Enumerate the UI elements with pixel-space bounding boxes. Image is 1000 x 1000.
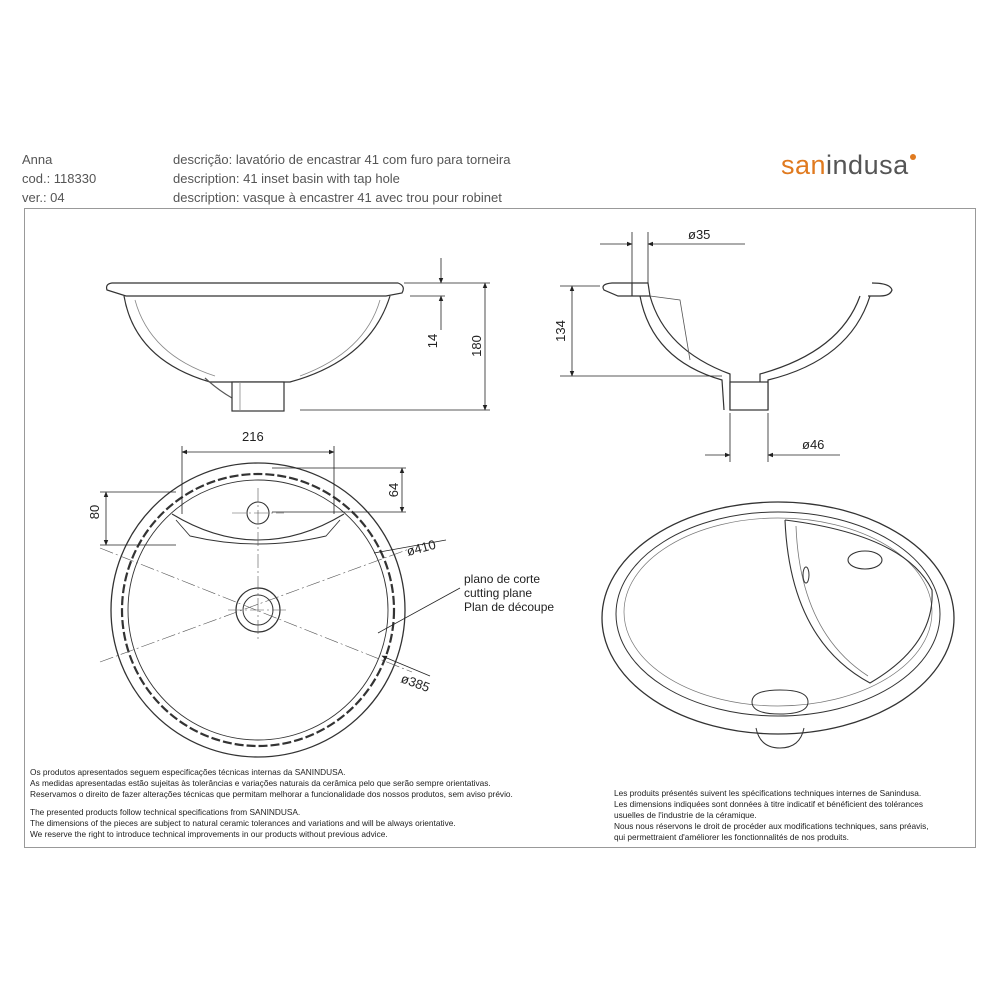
- note-fr-3: usuelles de l'industrie de la céramique.: [614, 810, 757, 820]
- product-code: cod.: 118330: [22, 171, 97, 186]
- dim-tap-offset-side: 80: [87, 505, 102, 519]
- section-waste: [729, 381, 769, 411]
- note-fr-4: Nous nous réservons le droit de procéder…: [614, 821, 929, 831]
- dim-line-410: [373, 539, 447, 554]
- sanindusa-logo: sanindusa: [781, 150, 916, 181]
- waste-outlet: [231, 381, 285, 412]
- note-fr-5: qui permettraient d'améliorer les foncti…: [614, 832, 849, 842]
- persp-waste: [751, 689, 809, 715]
- dim-line-385: [381, 655, 431, 677]
- plan-dimensions: [100, 446, 461, 677]
- basin-rim-outline: [105, 282, 404, 297]
- plan-view: [99, 462, 413, 758]
- section-bowl-outer: [639, 295, 871, 411]
- section-rim-right: [868, 282, 893, 297]
- dim-tap-offset-width: 216: [242, 429, 264, 444]
- persp-waste-pipe: [755, 727, 805, 749]
- basin-bowl-inner: [134, 299, 216, 377]
- note-pt-2: As medidas apresentadas estão sujeitas à…: [30, 778, 491, 788]
- persp-tap-hole: [847, 550, 883, 570]
- description-fr: description: vasque à encastrer 41 avec …: [173, 190, 502, 205]
- basin-bowl-outline: [123, 295, 391, 383]
- note-en-3: We reserve the right to introduce techni…: [30, 829, 388, 839]
- persp-inner-rim: [615, 511, 941, 717]
- note-en-2: The dimensions of the pieces are subject…: [30, 818, 456, 828]
- note-pt-3: Reservamos o direito de fazer alterações…: [30, 789, 513, 799]
- front-elevation-dimensions: [300, 258, 490, 411]
- cutting-plane-pt: plano de corte: [464, 572, 540, 586]
- dim-tap-offset-small: 64: [386, 483, 401, 497]
- section-view: [602, 282, 893, 411]
- cutout-circle-dashed: [120, 472, 396, 748]
- front-elevation-view: [105, 282, 404, 412]
- cutting-plane-en: cutting plane: [464, 586, 532, 600]
- dim-waste-diameter: ø46: [802, 437, 824, 452]
- cutting-plane-leader: [377, 587, 461, 634]
- basin-bowl-inner-right: [299, 299, 381, 377]
- persp-outer-rim: [601, 501, 955, 735]
- cutting-plane-fr: Plan de découpe: [464, 600, 554, 614]
- section-rim-left: [602, 282, 651, 297]
- logo-suffix: indusa: [826, 150, 909, 180]
- section-tap-wall: [649, 295, 691, 361]
- inner-bowl-circle: [127, 479, 389, 741]
- description-pt: descrição: lavatório de encastrar 41 com…: [173, 152, 511, 167]
- persp-overflow: [802, 566, 810, 584]
- logo-prefix: san: [781, 150, 827, 180]
- dim-outer-diameter: ø410: [405, 537, 438, 559]
- note-pt-1: Os produtos apresentados seguem especifi…: [30, 767, 346, 777]
- persp-bowl-edge: [623, 517, 933, 707]
- note-fr-1: Les produits présentés suivent les spéci…: [614, 788, 922, 798]
- section-dimensions: [560, 232, 840, 462]
- note-fr-2: Les dimensions indiquées sont données à …: [614, 799, 924, 809]
- note-en-1: The presented products follow technical …: [30, 807, 301, 817]
- outer-rim-circle: [110, 462, 406, 758]
- product-version: ver.: 04: [22, 190, 65, 205]
- product-name: Anna: [22, 152, 53, 167]
- plan-centerlines: [99, 488, 413, 673]
- dim-inner-depth: 134: [553, 320, 568, 342]
- dim-tap-hole-diameter: ø35: [688, 227, 710, 242]
- persp-tap-deck-inner: [795, 525, 869, 677]
- perspective-view: [601, 501, 955, 749]
- section-bowl-inner: [649, 295, 861, 410]
- drawing-frame: [24, 208, 976, 848]
- description-en: description: 41 inset basin with tap hol…: [173, 171, 400, 186]
- persp-tap-deck: [784, 519, 933, 684]
- basin-overflow: [204, 377, 233, 399]
- logo-dot-icon: [909, 154, 916, 160]
- dim-rim-height: 14: [425, 334, 440, 348]
- dim-total-height: 180: [469, 335, 484, 357]
